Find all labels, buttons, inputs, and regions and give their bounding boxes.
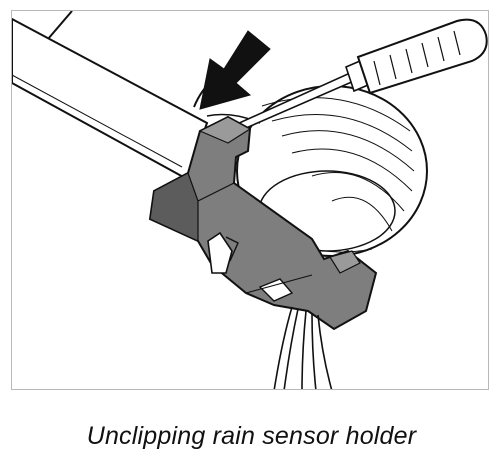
- direction-arrow: [193, 30, 271, 124]
- screwdriver: [224, 18, 488, 137]
- rain-sensor-holder: [148, 115, 378, 331]
- wires: [273, 306, 333, 389]
- mirror-arm: [12, 17, 209, 181]
- figure-frame: [11, 10, 489, 390]
- illustration: [12, 11, 488, 389]
- figure-caption: Unclipping rain sensor holder: [86, 422, 417, 450]
